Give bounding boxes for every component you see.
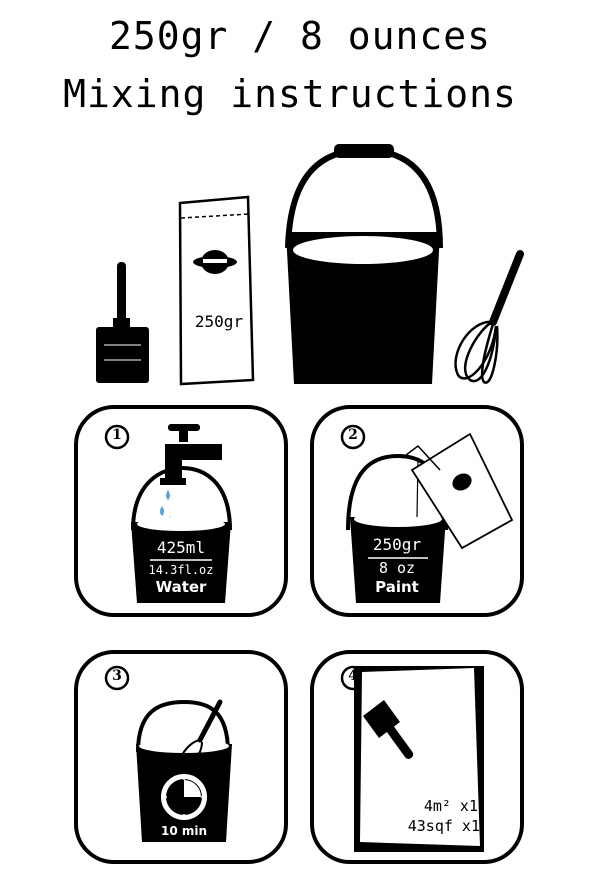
paint-amount-gr: 250gr <box>372 535 422 554</box>
paint-bag-label: 250gr <box>194 312 244 331</box>
bucket-icon <box>285 144 443 384</box>
water-label: Water <box>155 578 207 596</box>
step-2-number: 2 <box>348 427 358 443</box>
title-mixing-instructions: Mixing instructions <box>63 72 517 116</box>
step-1-number: 1 <box>112 427 122 443</box>
mixing-time: 10 min <box>160 824 208 838</box>
water-bucket-icon <box>131 465 232 603</box>
paintbrush-icon <box>96 262 149 383</box>
water-amount-ml: 425ml <box>156 538 206 557</box>
pouring-bag-icon <box>401 432 514 550</box>
water-amount-floz: 14.3fl.oz <box>148 563 214 577</box>
title-weight: 250gr / 8 ounces <box>108 14 492 58</box>
step-4-number: 4 <box>348 668 358 684</box>
step-1-panel <box>74 405 288 617</box>
step-2-number-badge <box>340 424 366 450</box>
step-3-number: 3 <box>112 668 122 684</box>
coverage-metric: 4m² x1 <box>423 797 478 815</box>
step-3-number-badge <box>104 665 130 691</box>
paint-bucket-icon <box>346 453 448 603</box>
timer-clock-icon <box>161 774 207 820</box>
whisk-icon <box>454 250 524 384</box>
paint-amount-oz: 8 oz <box>378 559 416 577</box>
paint-bag-icon <box>178 195 255 386</box>
coverage-imperial: 43sqf x1 <box>407 817 480 835</box>
whisk-in-bucket-icon <box>179 699 223 769</box>
paint-label: Paint <box>375 578 419 596</box>
paintbrush-painting-icon <box>363 700 414 759</box>
step-1-number-badge <box>104 424 130 450</box>
